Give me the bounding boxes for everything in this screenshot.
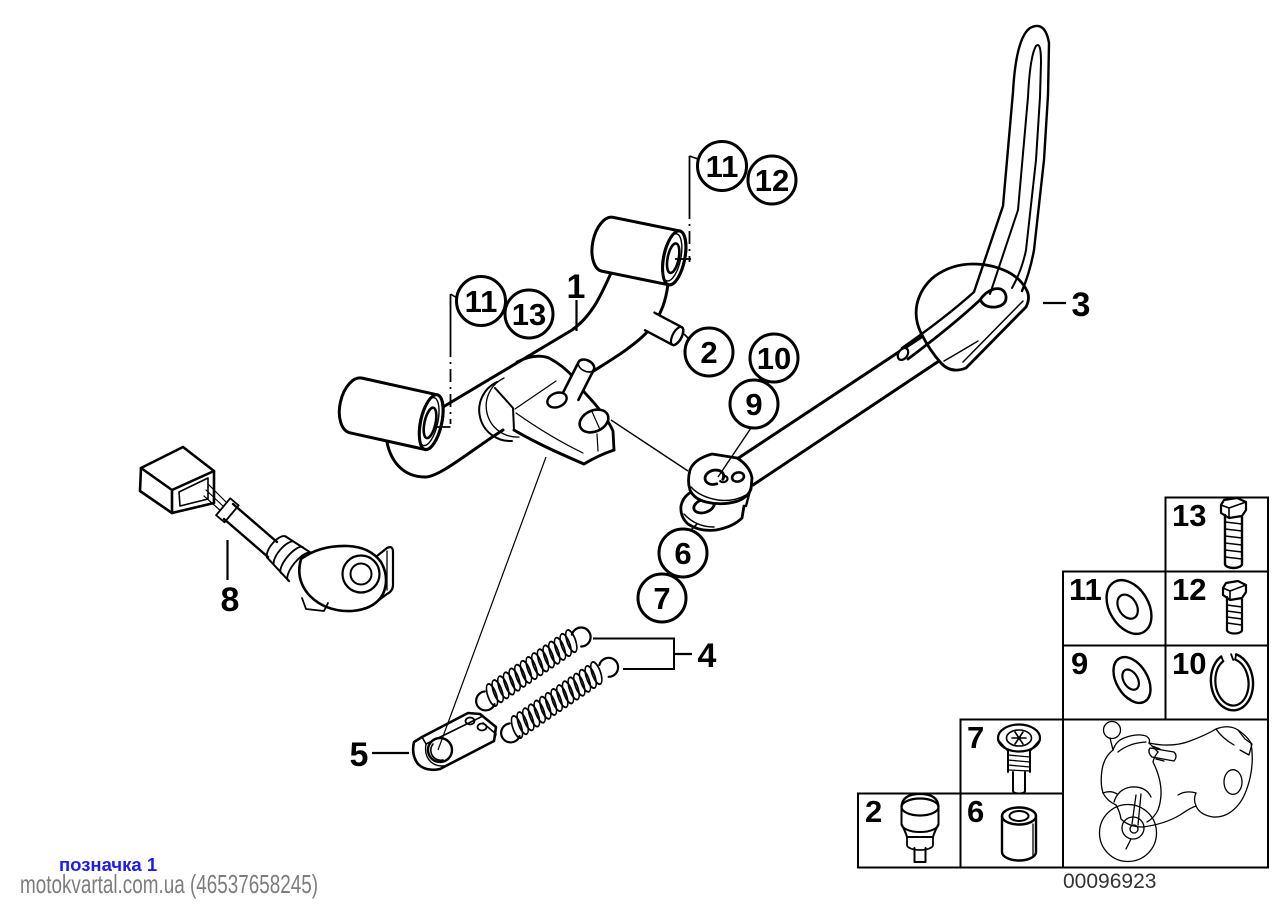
svg-text:9: 9 <box>1071 646 1088 681</box>
svg-text:9: 9 <box>745 387 762 422</box>
svg-text:7: 7 <box>967 720 984 755</box>
svg-text:6: 6 <box>674 536 691 571</box>
svg-text:13: 13 <box>1172 498 1206 533</box>
svg-text:12: 12 <box>1172 572 1206 607</box>
svg-text:13: 13 <box>512 297 546 332</box>
svg-text:12: 12 <box>755 163 789 198</box>
svg-text:2: 2 <box>700 335 717 370</box>
svg-text:11: 11 <box>1069 572 1102 607</box>
svg-text:2: 2 <box>865 794 882 829</box>
svg-text:3: 3 <box>1072 286 1091 324</box>
svg-text:7: 7 <box>653 581 670 616</box>
svg-text:4: 4 <box>698 637 717 675</box>
svg-text:1: 1 <box>567 268 586 306</box>
svg-text:8: 8 <box>221 581 240 619</box>
svg-text:00096923: 00096923 <box>1063 870 1156 893</box>
svg-text:10: 10 <box>1172 646 1206 681</box>
svg-text:6: 6 <box>967 794 984 829</box>
svg-text:5: 5 <box>350 736 369 774</box>
svg-text:motokvartal.com.ua (4653765824: motokvartal.com.ua (46537658245) <box>20 869 318 899</box>
svg-text:позначка 1: позначка 1 <box>59 854 157 875</box>
svg-text:11: 11 <box>465 284 498 319</box>
svg-text:10: 10 <box>757 341 791 376</box>
svg-text:11: 11 <box>706 149 739 184</box>
